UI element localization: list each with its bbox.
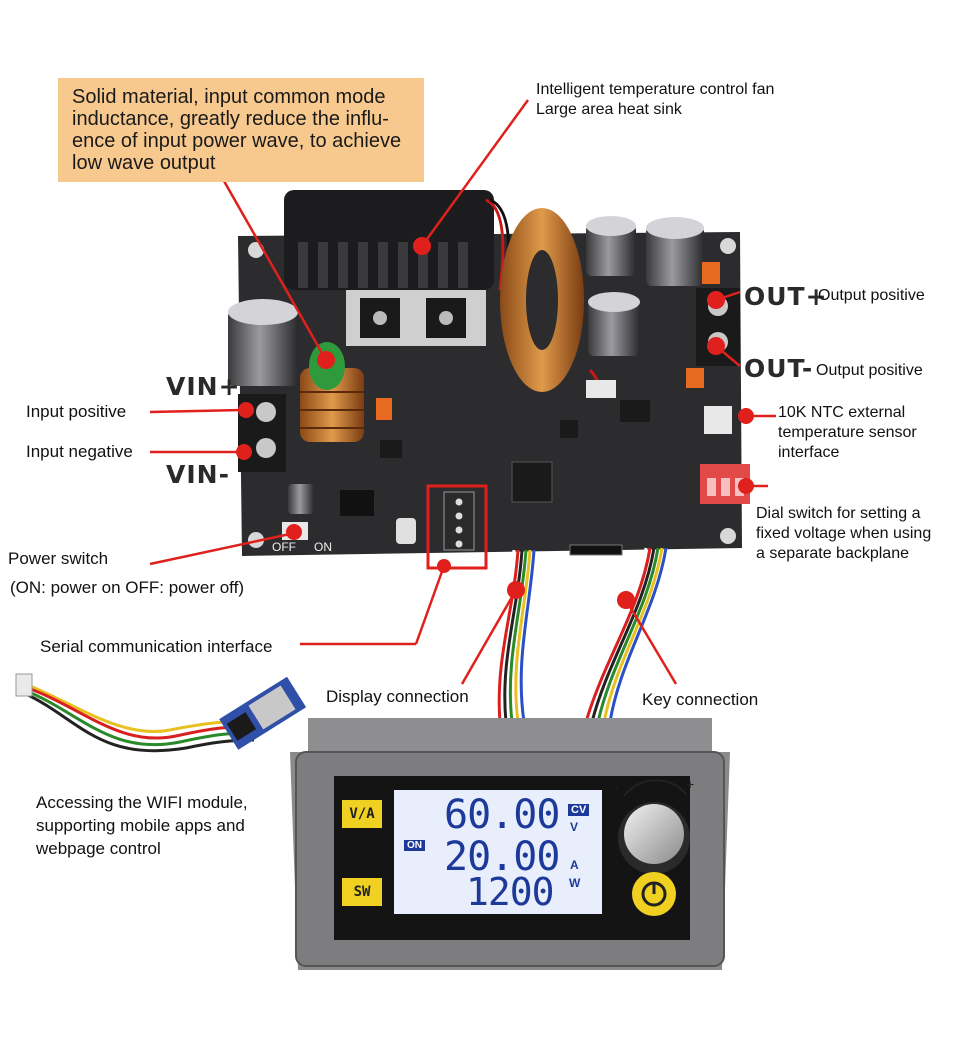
- knob-plus-label: +: [686, 776, 695, 792]
- lcd-cv-indicator: CV: [568, 804, 590, 816]
- out-plus-label: OUT+: [744, 282, 828, 311]
- input-negative-label: Input negative: [26, 442, 133, 461]
- power-button[interactable]: [632, 872, 676, 916]
- lcd-unit-v: V: [570, 820, 579, 834]
- va-button[interactable]: V/A: [349, 806, 375, 822]
- dial-label-1: Dial switch for setting a: [756, 505, 921, 522]
- lcd-unit-a: A: [570, 858, 579, 872]
- fan-label-2: Large area heat sink: [536, 101, 682, 118]
- lcd-power: 1200: [466, 870, 555, 914]
- out-minus-label: OUT-: [744, 354, 814, 383]
- power-switch-title: Power switch: [8, 549, 109, 568]
- pointer-dots: [236, 237, 754, 609]
- wifi-label-3: webpage control: [36, 839, 161, 858]
- dial-label-2: fixed voltage when using: [756, 525, 932, 542]
- lcd-screen: [394, 790, 602, 914]
- key-connection-label: Key connection: [642, 690, 759, 709]
- ntc-label-1: 10K NTC external: [778, 404, 906, 421]
- board-on-label: ON: [314, 540, 332, 554]
- sw-button-bg: [342, 878, 382, 906]
- callout-line-2: inductance, greatly reduce the influ-: [72, 108, 389, 130]
- fan-label-1: Intelligent temperature control fan: [536, 81, 775, 98]
- va-button-bg: [342, 800, 382, 828]
- input-positive-label: Input positive: [26, 402, 127, 421]
- output-positive-label-2: Output positive: [816, 362, 923, 379]
- board-off-label: OFF: [272, 540, 296, 554]
- callout-line-3: ence of input power wave, to achieve: [72, 130, 402, 152]
- adjust-knob[interactable]: [624, 804, 684, 864]
- pointer-lines: [149, 99, 776, 685]
- wifi-label-2: supporting mobile apps and: [36, 816, 245, 835]
- wifi-module: [15, 673, 307, 753]
- toroid-inductor: [500, 208, 616, 398]
- dial-label-3: a separate backplane: [756, 545, 909, 562]
- lcd-on-indicator: ON: [404, 840, 425, 851]
- ntc-label-2: temperature sensor: [778, 424, 917, 441]
- sw-button[interactable]: SW: [353, 884, 371, 900]
- display-connection-label: Display connection: [326, 687, 469, 706]
- key-cable: [578, 547, 668, 723]
- power-switch-desc: (ON: power on OFF: power off): [10, 578, 244, 597]
- ntc-connector: [704, 406, 732, 434]
- lcd-unit-w: W: [569, 876, 581, 890]
- serial-interface: [426, 484, 488, 570]
- vin-plus-label: VIN+: [166, 372, 241, 401]
- vin-minus-label: VIN-: [166, 460, 230, 489]
- display-unit: [290, 718, 730, 970]
- inductor-callout: Solid material, input common mode induct…: [58, 78, 424, 182]
- display-cable: [491, 549, 536, 723]
- lcd-current: 20.00: [444, 834, 560, 880]
- capacitors: [228, 216, 720, 544]
- callout-line-1: Solid material, input common mode: [72, 86, 386, 108]
- serial-interface-label: Serial communication interface: [40, 637, 273, 656]
- wifi-label-1: Accessing the WIFI module,: [36, 793, 248, 812]
- output-positive-label-1: Output positive: [818, 287, 925, 304]
- fan-heatsink: [284, 190, 511, 346]
- lcd-voltage: 60.00: [444, 792, 560, 838]
- knob-minus-label: -: [614, 778, 619, 794]
- ntc-label-3: interface: [778, 444, 840, 461]
- callout-line-4: low wave output: [72, 152, 216, 174]
